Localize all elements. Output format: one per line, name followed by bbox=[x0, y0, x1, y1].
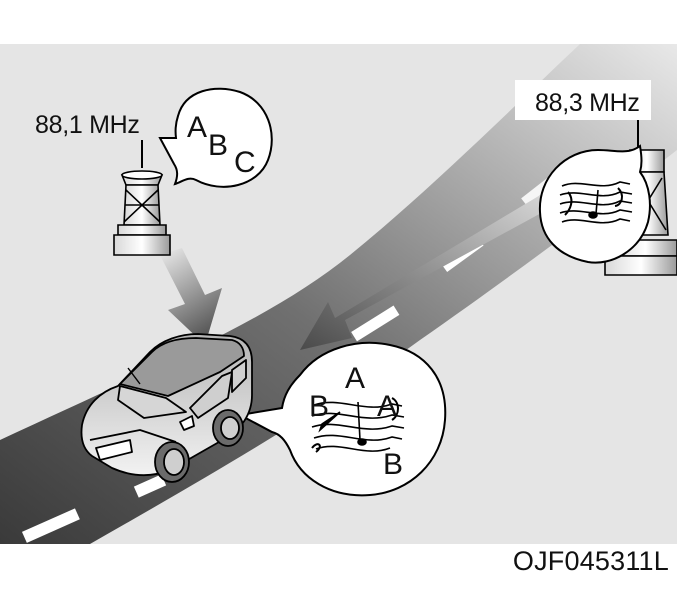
speech-bubble-left bbox=[158, 87, 273, 188]
music-staff-icon bbox=[311, 397, 405, 453]
radio-tower-icon bbox=[113, 140, 171, 256]
frequency-label-box bbox=[515, 80, 651, 120]
bubble-letters: A B C A B A B bbox=[187, 111, 403, 481]
figure-code: OJF045311L bbox=[512, 546, 669, 576]
bubble-letter-c: C bbox=[234, 146, 256, 179]
car-icon bbox=[80, 333, 253, 483]
frequency-label-left: 88,1 MHz bbox=[35, 111, 140, 139]
signal-arrow-left bbox=[160, 248, 222, 345]
frequency-label-right: 88,3 MHz bbox=[535, 89, 640, 117]
car-bubble-letter-a-top: A bbox=[345, 362, 365, 395]
speech-bubble-car bbox=[236, 341, 447, 497]
car-bubble-letter-b-left: B bbox=[309, 390, 329, 423]
car-bubble-letter-a-right: A bbox=[377, 390, 397, 423]
car-bubble-letter-b-bottom: B bbox=[383, 448, 403, 481]
bubble-letter-b: B bbox=[208, 129, 228, 162]
bubble-letter-a: A bbox=[187, 111, 207, 144]
music-staff-icon bbox=[559, 181, 633, 224]
